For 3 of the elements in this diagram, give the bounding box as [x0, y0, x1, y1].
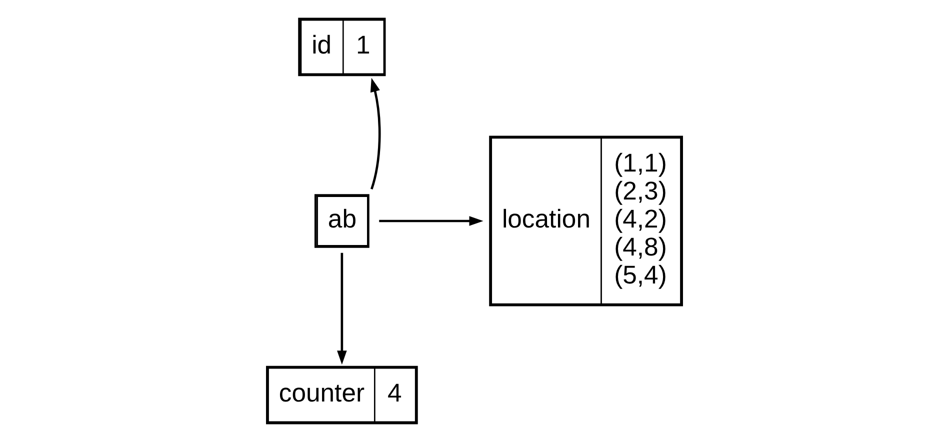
arrow [336, 252, 346, 365]
arrow [378, 216, 483, 226]
arrow [370, 78, 380, 190]
